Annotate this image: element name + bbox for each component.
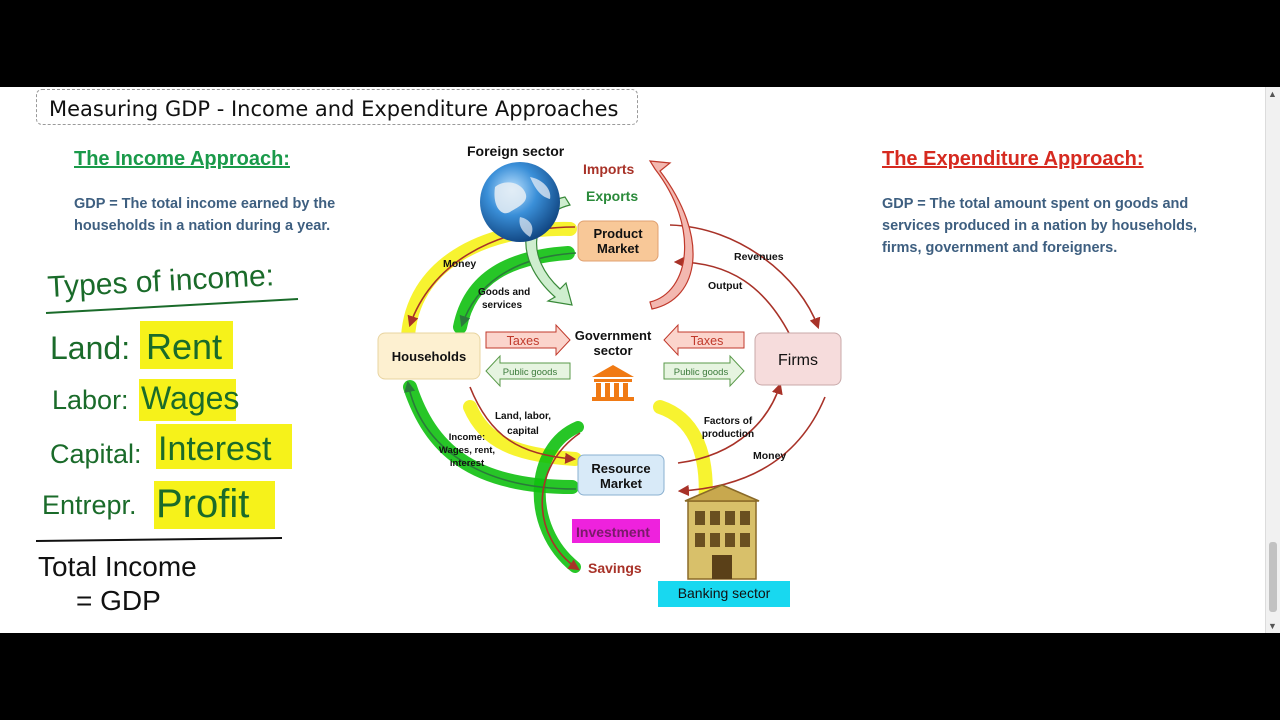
government-label-2: sector — [593, 343, 632, 358]
types-underline — [45, 298, 299, 314]
goods-services-label-2: services — [482, 300, 522, 311]
savings-arrow — [541, 432, 581, 571]
firms-label: Firms — [778, 352, 818, 369]
highlight-interest — [156, 424, 292, 469]
imports-arrow — [648, 160, 694, 310]
taxes-right-arrow — [663, 323, 745, 357]
highlight-wages — [139, 379, 236, 421]
public-goods-right-label: Public goods — [674, 367, 729, 378]
circular-flow-diagram: Foreign sector Imports Exports Product M… — [377, 143, 842, 607]
highlight-cyan-banking — [658, 581, 790, 607]
goods-services-label-1: Goods and — [478, 287, 530, 298]
income-interest: Interest — [158, 430, 272, 468]
imports-label: Imports — [583, 161, 635, 177]
foreign-sector-label: Foreign sector — [467, 143, 565, 159]
households-box — [377, 332, 481, 380]
resource-market-label-2: Market — [600, 476, 643, 491]
income-profit: Profit — [156, 482, 249, 526]
factor-capital: Capital: — [50, 439, 142, 469]
factors-production-arrow — [677, 382, 783, 464]
income-wages: Wages — [141, 380, 239, 416]
revenues-arrow — [669, 224, 821, 330]
income-wages-label-1: Income: — [449, 432, 485, 443]
income-wages-label-2: Wages, rent, — [439, 445, 495, 456]
income-approach-heading: The Income Approach: — [74, 148, 290, 170]
public-goods-left-label: Public goods — [503, 367, 558, 378]
taxes-left-arrow — [485, 323, 571, 357]
scroll-down-icon[interactable]: ▼ — [1268, 621, 1277, 631]
product-market-box — [577, 220, 659, 262]
equals-gdp-text: = GDP — [76, 585, 161, 616]
page-title: Measuring GDP - Income and Expenditure A… — [49, 97, 619, 121]
taxes-left-label: Taxes — [507, 334, 540, 348]
expenditure-approach-definition: GDP = The total amount spent on goods an… — [882, 196, 1198, 256]
firms-box — [754, 332, 842, 386]
types-of-income-title: Types of income: — [47, 259, 275, 304]
vertical-scrollbar[interactable]: ▲ ▼ — [1265, 87, 1280, 633]
factors-production-label-2: production — [702, 429, 754, 440]
exports-label: Exports — [586, 188, 638, 204]
income-wages-label-3: interest — [450, 458, 485, 469]
factors-production-label-1: Factors of — [704, 416, 753, 427]
output-arrow — [673, 256, 791, 336]
output-label: Output — [708, 280, 743, 292]
revenues-label: Revenues — [734, 251, 784, 263]
income-approach-definition: GDP = The total income earned by the hou… — [74, 196, 336, 234]
income-wages-arrow — [404, 380, 577, 490]
slide-canvas: Measuring GDP - Income and Expenditure A… — [0, 87, 1280, 633]
land-labor-capital-label-2: capital — [507, 426, 539, 437]
highlight-yellow-factors — [653, 400, 713, 514]
highlight-magenta-investment — [572, 519, 660, 543]
government-label-1: Government — [575, 328, 652, 343]
goods-services-arrow — [459, 252, 577, 328]
total-divider-line — [35, 537, 283, 542]
resource-market-label-1: Resource — [591, 461, 650, 476]
taxes-right-label: Taxes — [691, 334, 724, 348]
land-labor-capital-label-1: Land, labor, — [495, 411, 551, 422]
highlight-rent — [140, 321, 233, 369]
households-label: Households — [392, 349, 466, 364]
highlight-profit — [154, 481, 275, 529]
public-goods-right-arrow — [663, 354, 745, 388]
investment-label: Investment — [576, 524, 650, 540]
money-bottom-label: Money — [753, 450, 786, 462]
title-box: Measuring GDP - Income and Expenditure A… — [36, 89, 638, 125]
product-market-label-2: Market — [597, 241, 640, 256]
government-building-icon — [592, 365, 634, 401]
expenditure-approach-heading: The Expenditure Approach: — [882, 148, 1144, 170]
handwritten-notes: Types of income: Land: Rent Labor: Wages… — [35, 259, 299, 616]
scroll-up-icon[interactable]: ▲ — [1268, 89, 1277, 99]
highlight-green-savings — [533, 421, 584, 573]
highlight-green-goods-loop — [453, 246, 575, 334]
savings-label: Savings — [588, 560, 642, 576]
money-bottom-arrow — [677, 396, 826, 497]
banking-sector-label: Banking sector — [678, 585, 771, 601]
resource-market-box — [577, 454, 665, 496]
product-market-label-1: Product — [593, 226, 643, 241]
income-rent: Rent — [146, 326, 222, 367]
globe-icon — [480, 162, 560, 242]
scrollbar-thumb[interactable] — [1269, 542, 1277, 612]
total-income-text: Total Income — [38, 551, 197, 582]
factor-entrepreneurship: Entrepr. — [42, 490, 137, 520]
factor-land: Land: — [50, 330, 130, 366]
bank-building-icon — [684, 484, 760, 580]
money-top-label: Money — [443, 258, 476, 270]
factor-labor: Labor: — [52, 385, 129, 415]
public-goods-left-arrow — [485, 354, 571, 388]
